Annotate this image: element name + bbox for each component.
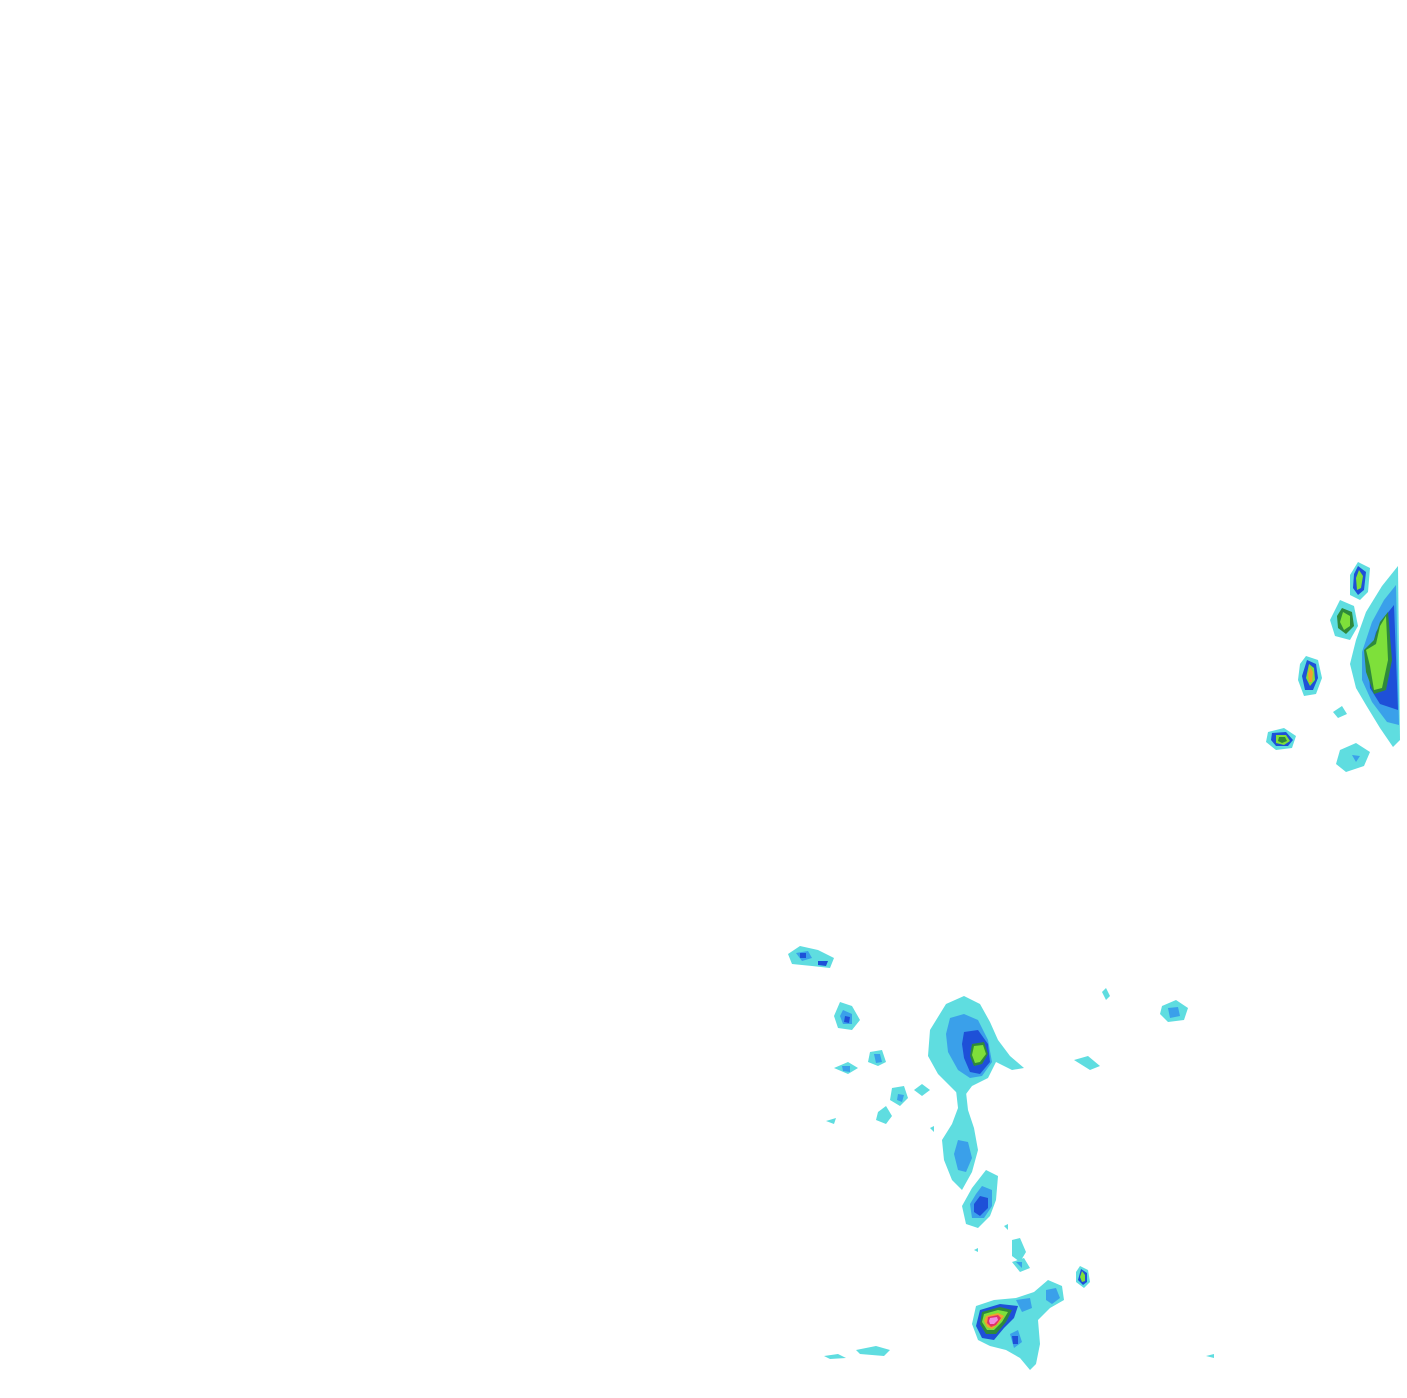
contour-cell xyxy=(1340,612,1350,630)
contour-cell xyxy=(842,1066,850,1072)
contour-cell xyxy=(1016,1262,1022,1268)
northeast-cluster xyxy=(1266,562,1400,772)
contour-cell xyxy=(1333,706,1347,718)
contour-cell xyxy=(1004,1224,1008,1230)
contour-cell xyxy=(1102,988,1110,1000)
contour-cell xyxy=(989,1317,998,1324)
contour-cell xyxy=(1278,737,1287,743)
contour-cell xyxy=(844,1016,850,1023)
contour-cell xyxy=(972,1045,986,1063)
contour-cell xyxy=(1012,1336,1018,1344)
contour-cell xyxy=(1046,1288,1060,1304)
contour-cell xyxy=(1352,755,1360,762)
southern-cluster xyxy=(788,946,1214,1370)
contour-cell xyxy=(930,1126,934,1132)
contour-cell xyxy=(1074,1056,1100,1070)
contour-cell xyxy=(1012,1238,1026,1262)
contour-cell xyxy=(897,1094,904,1102)
contour-cell xyxy=(824,1354,846,1359)
contour-cell xyxy=(800,953,806,958)
contour-cell xyxy=(856,1346,890,1356)
contour-cell xyxy=(826,1118,836,1124)
contour-cell xyxy=(1016,1298,1032,1312)
contour-cell xyxy=(1080,1271,1085,1282)
contour-cell xyxy=(1356,570,1363,590)
contour-cell xyxy=(1206,1354,1214,1358)
contour-cell xyxy=(974,1196,988,1216)
contour-cell xyxy=(972,1280,1064,1370)
contour-cell xyxy=(1168,1007,1180,1018)
contour-cell xyxy=(818,961,828,966)
contour-cell xyxy=(974,1248,978,1252)
contour-cell xyxy=(914,1084,930,1096)
contour-cell xyxy=(876,1106,892,1124)
contour-cell xyxy=(1366,616,1388,690)
contour-cell xyxy=(1336,743,1370,772)
contour-cell xyxy=(1308,667,1313,682)
contour-cell xyxy=(954,1140,972,1172)
contour-cell xyxy=(874,1054,882,1063)
